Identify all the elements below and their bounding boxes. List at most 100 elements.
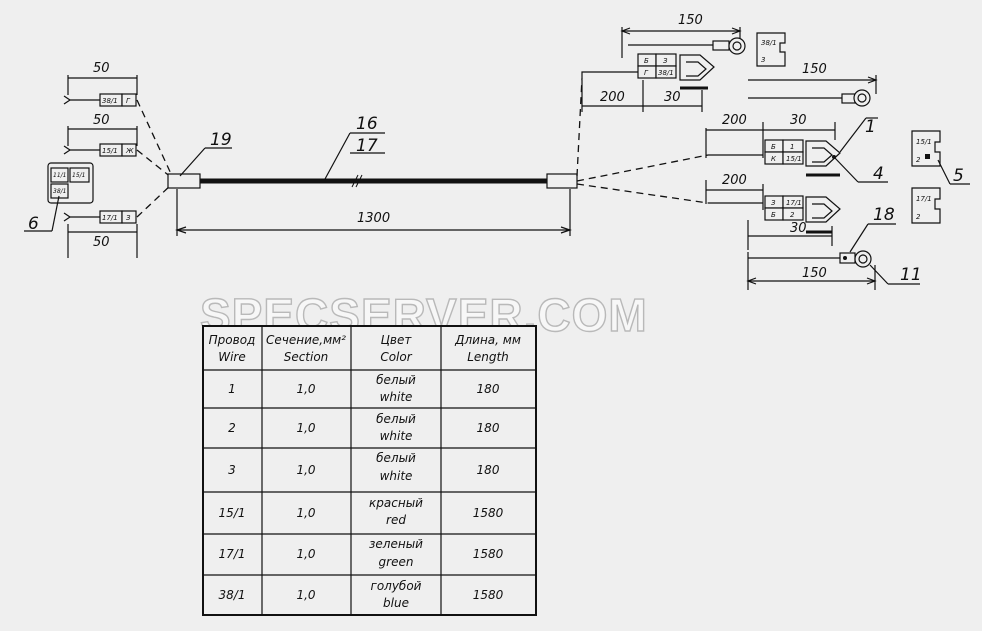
callout-6: 6	[28, 214, 39, 234]
header-length-en: Length	[467, 350, 509, 364]
header-wire-ru: Провод	[209, 333, 256, 347]
cell-color-ru: белый	[376, 373, 416, 387]
rm-conn-r2b: 15/1	[786, 155, 802, 163]
dim-main-length: 1300	[357, 211, 390, 226]
header-length-ru: Длина, мм	[454, 333, 521, 347]
cell-color-en: green	[379, 555, 414, 569]
rm-conn-r2a: К	[771, 155, 777, 163]
callout-4: 4	[873, 164, 884, 184]
dim-right-mid-200: 200	[722, 113, 747, 128]
cell-color-en: white	[380, 390, 413, 404]
rt-conn-r2b: 38/1	[658, 69, 674, 77]
cell-wire: 3	[228, 463, 236, 477]
table-row: 38/1 1,0 голубой blue 1580	[219, 579, 504, 610]
right-top-group: 150 Б З Г 38/1 200 30	[581, 13, 746, 112]
rl-conn-r1b: 17/1	[786, 199, 802, 207]
dim-left-mid: 50	[93, 113, 110, 128]
left-bottom-branch: 17/1 З 50	[63, 210, 138, 258]
rt-conn-r2a: Г	[644, 69, 649, 77]
rt-conn-r1b: З	[663, 57, 668, 65]
cell-section: 1,0	[296, 506, 315, 520]
callout-11: 11	[900, 265, 922, 285]
block3-a: 38/1	[761, 39, 777, 47]
dim-right-low-30: 30	[790, 221, 807, 236]
cell-length: 1580	[473, 506, 504, 520]
cell-color-ru: голубой	[371, 579, 422, 593]
block6-a: 11/1	[53, 172, 66, 179]
cell-color-ru: белый	[376, 451, 416, 465]
cell-section: 1,0	[296, 547, 315, 561]
cell-length: 180	[477, 382, 500, 396]
callout-1: 1	[865, 117, 876, 137]
block-lr-b: 2	[916, 213, 921, 221]
rm-conn-r1b: 1	[790, 143, 794, 151]
table-row: 1 1,0 белый white 180	[228, 373, 500, 404]
cell-wire: 15/1	[219, 506, 246, 520]
cell-wire: 1	[228, 382, 236, 396]
cell-color-ru: красный	[369, 496, 423, 510]
rt-conn-r1a: Б	[644, 57, 649, 65]
left-mid-conn-b: Ж	[125, 147, 134, 155]
block5-a: 15/1	[916, 138, 932, 146]
connector-block-3: 38/1 3	[756, 32, 786, 67]
connector-block-5: 15/1 2 5	[911, 130, 970, 186]
cell-color-ru: белый	[376, 412, 416, 426]
cell-section: 1,0	[296, 421, 315, 435]
dim-right-low-200: 200	[722, 173, 747, 188]
block6-b: 15/1	[72, 172, 85, 179]
cell-color-en: white	[380, 469, 413, 483]
block-lr-a: 17/1	[916, 195, 932, 203]
cell-color-en: red	[386, 513, 406, 527]
cell-wire: 2	[228, 421, 236, 435]
header-wire-en: Wire	[218, 350, 246, 364]
dim-right-bottom-150: 150	[802, 266, 827, 281]
cell-section: 1,0	[296, 588, 315, 602]
dim-left-top: 50	[93, 61, 110, 76]
left-dash-2	[136, 149, 173, 179]
connector-block-lower-right: 17/1 2	[911, 187, 941, 224]
header-section-ru: Сечение,мм²	[266, 333, 346, 347]
right-dash-3	[576, 183, 709, 204]
left-bottom-conn-a: 17/1	[102, 214, 118, 222]
callout-5: 5	[953, 166, 964, 186]
cell-wire: 17/1	[219, 547, 246, 561]
right-low-group: 200 З 17/1 Б 2 30 150 18 11	[705, 173, 922, 290]
dim-right-mid-150: 150	[802, 62, 827, 77]
table-row: 2 1,0 белый white 180	[228, 412, 500, 443]
block3-b: 3	[761, 56, 765, 64]
left-dash-3	[136, 183, 173, 218]
table-row: 3 1,0 белый white 180	[228, 451, 500, 483]
main-harness: 1300 19 16 17	[167, 114, 578, 236]
callout-16: 16	[356, 114, 378, 134]
left-bottom-conn-b: З	[126, 214, 131, 222]
right-mid-group: 150 200 30 Б 1 К 15/1 1 4	[705, 62, 888, 184]
dim-right-top-150: 150	[678, 13, 703, 28]
callout-19: 19	[210, 130, 232, 150]
left-dash-1	[136, 99, 173, 177]
cell-wire: 38/1	[219, 588, 246, 602]
rl-conn-r1a: З	[771, 199, 776, 207]
table-row: 17/1 1,0 зеленый green 1580	[219, 537, 504, 569]
rl-conn-r2b: 2	[790, 211, 795, 219]
cell-length: 1580	[473, 547, 504, 561]
callout-18: 18	[873, 205, 895, 225]
wire-table: Провод Wire Сечение,мм² Section Цвет Col…	[202, 325, 537, 616]
rm-conn-r1a: Б	[771, 143, 776, 151]
left-top-conn-b: Г	[126, 97, 131, 105]
header-color-en: Color	[380, 350, 412, 364]
right-dash-1	[576, 77, 583, 177]
right-dash-2	[576, 154, 709, 182]
cell-color-en: blue	[383, 596, 409, 610]
left-top-branch: 50 38/1 Г	[63, 61, 138, 107]
cell-color-en: white	[380, 429, 413, 443]
table-row: 15/1 1,0 красный red 1580	[219, 496, 504, 527]
connector-block-6: 11/1 15/1 38/1 6	[24, 162, 94, 234]
cell-length: 180	[477, 463, 500, 477]
block6-c: 38/1	[53, 188, 66, 195]
left-mid-branch: 50 15/1 Ж	[63, 113, 138, 157]
cell-length: 180	[477, 421, 500, 435]
rl-conn-r2a: Б	[771, 211, 776, 219]
dim-right-mid-30: 30	[790, 113, 807, 128]
